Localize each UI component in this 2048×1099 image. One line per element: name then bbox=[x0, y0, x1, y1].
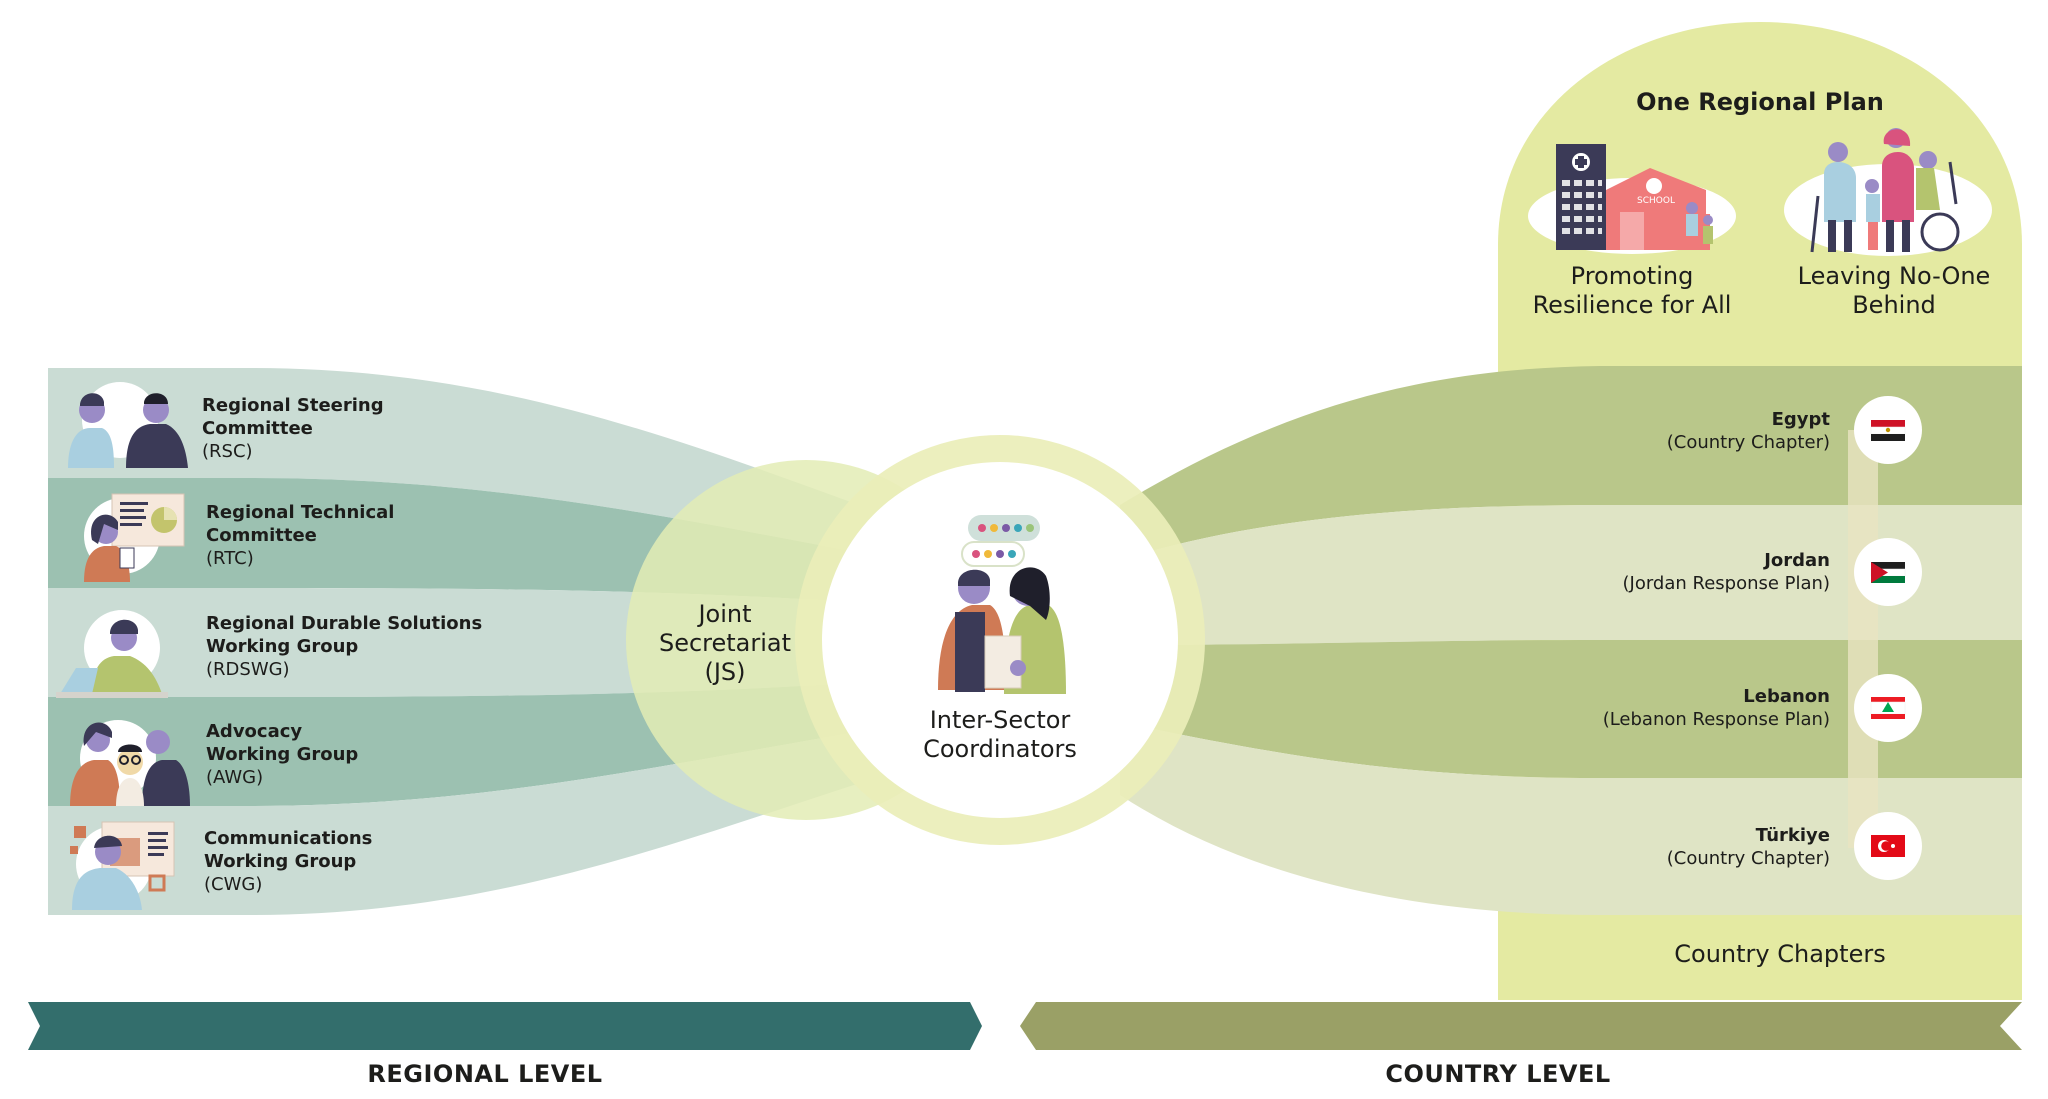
awg-icon bbox=[70, 720, 190, 806]
country-level-label: COUNTRY LEVEL bbox=[1385, 1060, 1611, 1088]
js-line2: Secretariat bbox=[658, 629, 792, 657]
jordan-flag bbox=[1871, 562, 1905, 569]
regional-level-label: REGIONAL LEVEL bbox=[367, 1060, 603, 1088]
rdswg-name-line1: Regional Durable Solutions bbox=[206, 613, 483, 634]
rtc-name-line2: Committee bbox=[206, 525, 317, 546]
rsc-label: Regional Steering Committee (RSC) bbox=[202, 394, 384, 463]
pillar1-line2: Resilience for All bbox=[1532, 291, 1732, 319]
egypt-plan: (Country Chapter) bbox=[1666, 432, 1830, 453]
cwg-name-line1: Communications bbox=[204, 828, 373, 849]
regional-level-banner bbox=[28, 1002, 982, 1050]
egypt-label: Egypt (Country Chapter) bbox=[1500, 408, 1830, 454]
school-sign: SCHOOL bbox=[1637, 196, 1675, 206]
rsc-name-line1: Regional Steering bbox=[202, 395, 384, 416]
lebanon-plan: (Lebanon Response Plan) bbox=[1602, 709, 1830, 730]
country-band-egypt bbox=[1120, 366, 2022, 560]
joint-secretariat-label: Joint Secretariat (JS) bbox=[640, 600, 810, 687]
turkiye-label: Türkiye (Country Chapter) bbox=[1500, 824, 1830, 870]
jordan-label: Jordan (Jordan Response Plan) bbox=[1500, 549, 1830, 595]
rsc-name-line2: Committee bbox=[202, 418, 313, 439]
rtc-label: Regional Technical Committee (RTC) bbox=[206, 501, 394, 570]
cwg-label: Communications Working Group (CWG) bbox=[204, 827, 372, 896]
jordan-plan: (Jordan Response Plan) bbox=[1622, 573, 1830, 594]
lebanon-flag bbox=[1871, 697, 1905, 702]
rsc-icon bbox=[68, 382, 188, 468]
cwg-abbr: (CWG) bbox=[204, 874, 263, 895]
pillar2-line1: Leaving No-One bbox=[1797, 262, 1991, 290]
rdswg-icon bbox=[56, 610, 168, 698]
awg-abbr: (AWG) bbox=[206, 767, 264, 788]
country-chapters-label: Country Chapters bbox=[1674, 940, 1886, 968]
egypt-name: Egypt bbox=[1771, 409, 1830, 430]
turkiye-name: Türkiye bbox=[1755, 825, 1830, 846]
country-level-banner bbox=[1020, 1002, 2022, 1050]
lebanon-label: Lebanon (Lebanon Response Plan) bbox=[1500, 685, 1830, 731]
rtc-name-line1: Regional Technical bbox=[206, 502, 395, 523]
awg-name-line2: Working Group bbox=[206, 744, 359, 765]
country-bands bbox=[1120, 366, 2022, 915]
awg-name-line1: Advocacy bbox=[206, 721, 303, 742]
pillar-resilience: Promoting Resilience for All bbox=[1510, 262, 1754, 320]
rdswg-name-line2: Working Group bbox=[206, 636, 359, 657]
egypt-flag bbox=[1871, 420, 1905, 427]
lebanon-flag-badge bbox=[1854, 674, 1922, 742]
plan-title: One Regional Plan bbox=[1636, 88, 1884, 116]
coordinators-illustration bbox=[938, 515, 1066, 694]
rtc-abbr: (RTC) bbox=[206, 548, 254, 569]
awg-label: Advocacy Working Group (AWG) bbox=[206, 720, 358, 789]
country-band-lebanon bbox=[1120, 640, 2022, 778]
rsc-abbr: (RSC) bbox=[202, 441, 253, 462]
flag-connector bbox=[1848, 430, 1878, 848]
pillar1-line1: Promoting bbox=[1570, 262, 1694, 290]
cwg-name-line2: Working Group bbox=[204, 851, 357, 872]
country-band-turkiye bbox=[1120, 722, 2022, 915]
jordan-name: Jordan bbox=[1764, 550, 1830, 571]
turkiye-flag-badge bbox=[1854, 812, 1922, 880]
pillar2-line2: Behind bbox=[1852, 291, 1936, 319]
rdswg-label: Regional Durable Solutions Working Group… bbox=[206, 612, 482, 681]
leaving-no-one-illustration bbox=[1784, 128, 1992, 256]
lebanon-name: Lebanon bbox=[1743, 686, 1830, 707]
turkiye-plan: (Country Chapter) bbox=[1666, 848, 1830, 869]
pillar-leaving-no-one: Leaving No-One Behind bbox=[1774, 262, 2014, 320]
isc-line2: Coordinators bbox=[923, 735, 1077, 763]
egypt-flag-badge bbox=[1854, 396, 1922, 464]
inter-sector-label: Inter-Sector Coordinators bbox=[900, 706, 1100, 764]
country-band-jordan bbox=[1120, 505, 2022, 645]
resilience-illustration bbox=[1528, 144, 1736, 254]
isc-line1: Inter-Sector bbox=[929, 706, 1071, 734]
rdswg-abbr: (RDSWG) bbox=[206, 659, 290, 680]
cwg-icon bbox=[70, 821, 175, 910]
jordan-flag-badge bbox=[1854, 538, 1922, 606]
js-line1: Joint bbox=[698, 600, 752, 628]
js-line3: (JS) bbox=[704, 658, 746, 686]
rtc-icon bbox=[84, 493, 185, 582]
